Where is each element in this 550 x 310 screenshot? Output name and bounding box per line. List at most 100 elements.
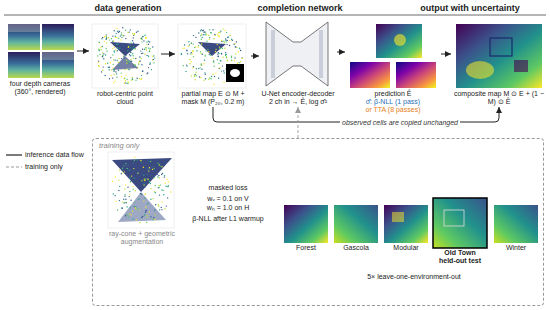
point [225, 52, 226, 53]
point [130, 47, 131, 48]
point [141, 39, 142, 40]
point [159, 164, 160, 165]
point [221, 70, 222, 71]
point [202, 37, 203, 38]
point [163, 190, 164, 191]
node-caption: training only [93, 139, 543, 150]
point [108, 67, 109, 68]
point [126, 83, 127, 84]
figure-part [456, 24, 542, 88]
point [130, 181, 131, 182]
point [122, 35, 123, 36]
point [155, 204, 156, 205]
point [123, 35, 124, 36]
edge-label: observed cells are copied unchanged [340, 118, 460, 127]
point [226, 57, 227, 58]
point [239, 48, 240, 49]
point [116, 77, 117, 78]
point [201, 43, 202, 44]
node-caption: robot-centric point cloud [90, 90, 160, 106]
point [132, 211, 133, 212]
figure-part [42, 52, 74, 78]
loss-note: wₕ = 1.0 on H [207, 203, 250, 212]
point [152, 198, 153, 199]
point [121, 32, 122, 33]
point [117, 50, 118, 51]
point [226, 56, 227, 57]
point [140, 60, 141, 61]
point [137, 172, 138, 173]
point [126, 214, 127, 215]
node-caption: Forest [282, 244, 330, 252]
point [144, 197, 145, 198]
point [115, 176, 116, 177]
point [118, 70, 119, 71]
point [130, 61, 131, 62]
point [137, 159, 138, 160]
point [106, 38, 107, 39]
point [133, 65, 134, 66]
point [149, 41, 150, 42]
point [125, 30, 126, 31]
figure-part [266, 22, 328, 86]
point [218, 35, 219, 36]
point [160, 184, 161, 185]
point [129, 69, 130, 70]
prediction-images [350, 24, 436, 88]
point [224, 42, 225, 43]
point [160, 166, 161, 167]
point [139, 209, 140, 210]
point [213, 60, 214, 61]
point [157, 176, 158, 177]
point [140, 160, 141, 161]
point [130, 207, 131, 208]
point [213, 61, 214, 62]
point [219, 45, 220, 46]
figure-part [181, 28, 244, 85]
prediction-panel: prediction Êσ̂: β-NLL (1 pass)or TTA (8 … [346, 22, 440, 114]
point [139, 61, 140, 62]
point [150, 183, 151, 184]
loss-note: wᵥ = 0.1 on V [207, 194, 248, 203]
point [132, 53, 133, 54]
point [109, 39, 110, 40]
point [102, 46, 103, 47]
point [151, 175, 152, 176]
point [144, 54, 145, 55]
point [142, 70, 143, 71]
flow-arrow [337, 52, 345, 53]
point [227, 60, 228, 61]
legend-line [6, 155, 22, 156]
point [117, 31, 118, 32]
figure-part [514, 60, 528, 72]
point [152, 169, 153, 170]
figure-part [284, 205, 328, 243]
figure-part [8, 52, 40, 78]
point [225, 38, 226, 39]
point [128, 46, 129, 47]
point [217, 34, 218, 35]
point [104, 41, 105, 42]
point [122, 202, 123, 203]
point [242, 58, 243, 59]
point [212, 74, 213, 75]
point [143, 184, 144, 185]
point [193, 35, 194, 36]
point [112, 35, 113, 36]
point [134, 156, 135, 157]
point [130, 55, 131, 56]
point [159, 194, 160, 195]
point [113, 50, 114, 51]
point [148, 170, 149, 171]
depth-images [8, 24, 74, 78]
point [132, 40, 133, 41]
point [192, 67, 193, 68]
point [154, 168, 155, 169]
point [102, 70, 103, 71]
point [122, 208, 123, 209]
point [127, 50, 128, 51]
point [138, 208, 139, 209]
point [156, 163, 157, 164]
legend-row: inference data flow [6, 150, 84, 159]
point [145, 194, 146, 195]
